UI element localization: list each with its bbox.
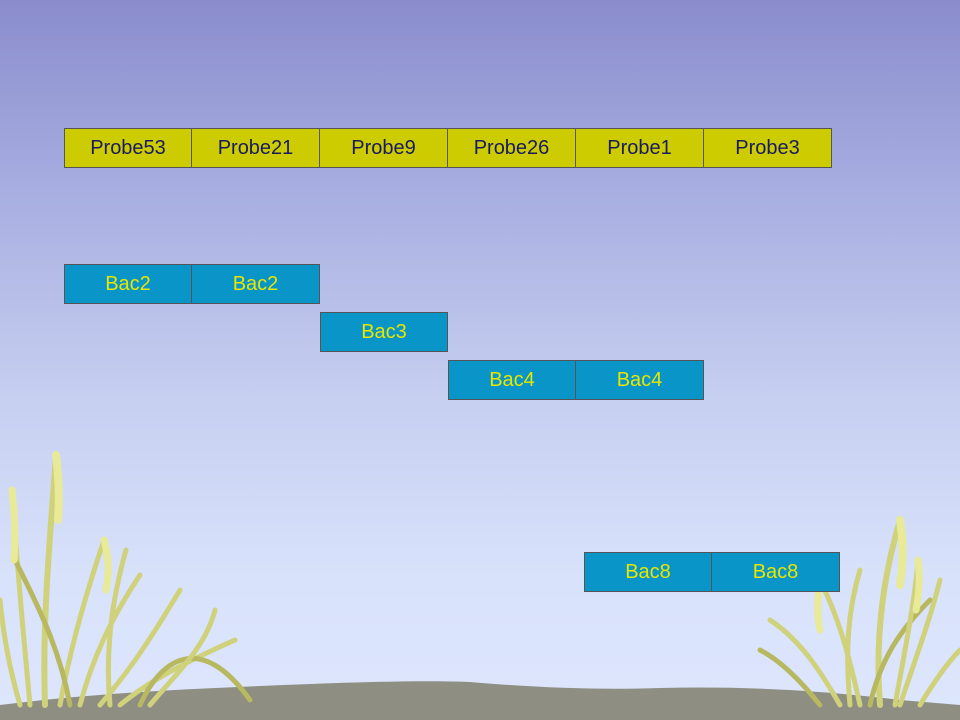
probe-cell: Probe9: [320, 128, 448, 168]
bac-cell: Bac2: [64, 264, 192, 304]
bac-cell: Bac3: [320, 312, 448, 352]
probe-cell: Probe3: [704, 128, 832, 168]
right-grass-clump: [757, 516, 960, 708]
left-grass-clump: [0, 451, 253, 708]
bac2-row: Bac2 Bac2: [64, 264, 320, 304]
bac3-row: Bac3: [320, 312, 448, 352]
bac-cell: Bac4: [448, 360, 576, 400]
bac-cell: Bac8: [584, 552, 712, 592]
probe-cell: Probe26: [448, 128, 576, 168]
bac-cell: Bac2: [192, 264, 320, 304]
bac8-row: Bac8 Bac8: [584, 552, 840, 592]
probe-cell: Probe1: [576, 128, 704, 168]
bac-cell: Bac8: [712, 552, 840, 592]
probe-cell: Probe21: [192, 128, 320, 168]
bac-cell: Bac4: [576, 360, 704, 400]
bac4-row: Bac4 Bac4: [448, 360, 704, 400]
probe-cell: Probe53: [64, 128, 192, 168]
probe-row: Probe53 Probe21 Probe9 Probe26 Probe1 Pr…: [64, 128, 832, 168]
